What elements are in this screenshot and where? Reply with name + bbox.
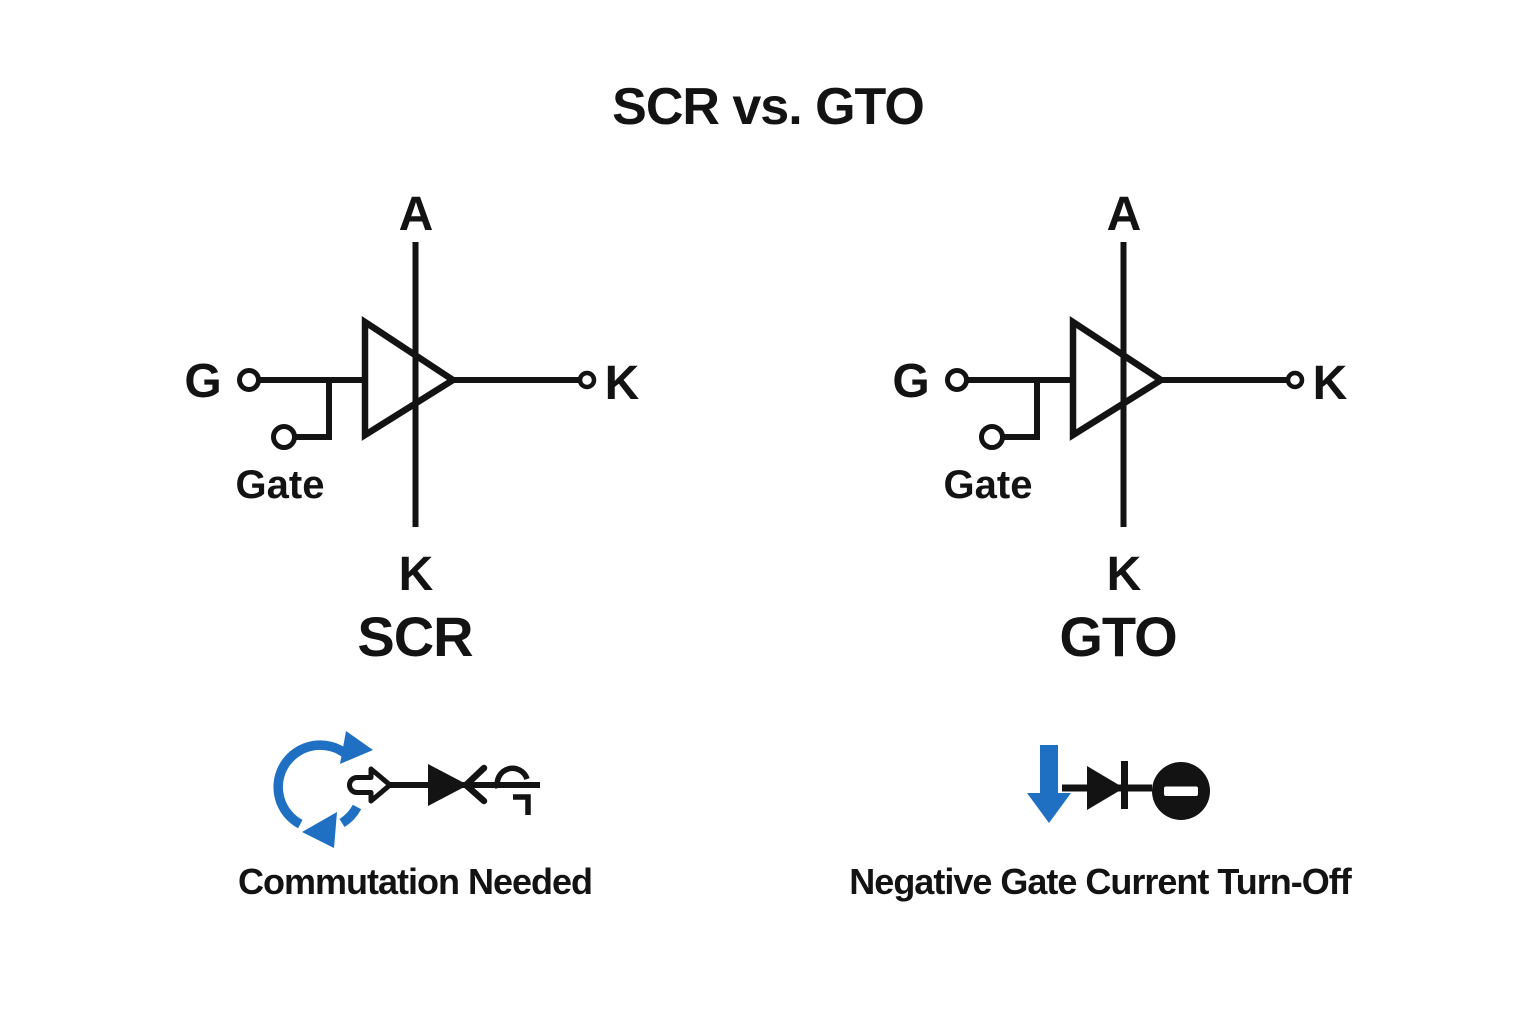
hop-arc	[494, 765, 530, 789]
commutation-needed-icon	[273, 731, 540, 848]
cathode-bottom-label: K	[399, 548, 434, 600]
minus-circle-icon	[1152, 762, 1210, 820]
diagram-title: SCR vs. GTO	[612, 78, 925, 136]
gate-label: G	[892, 355, 929, 408]
left-chevron-arrowhead	[461, 764, 488, 805]
minus-bar	[1164, 786, 1198, 796]
thyristor-triangle	[361, 315, 460, 441]
cycle-arc-tail	[339, 804, 362, 828]
clockwise-commutation-cycle-icon	[273, 731, 373, 848]
cathode-terminal-circle	[577, 370, 597, 390]
gate-word-label: Gate	[944, 463, 1033, 507]
cycle-arrowhead-top	[340, 731, 373, 764]
thyristor-triangle	[1069, 315, 1168, 441]
commutated-diode-icon	[347, 764, 540, 815]
cathode-terminal-circle	[1285, 370, 1305, 390]
gate-branch-terminal-circle	[271, 424, 297, 450]
gate-label: G	[184, 355, 221, 408]
gto-caption: Negative Gate Current Turn-Off	[849, 861, 1351, 902]
scr-caption: Commutation Needed	[237, 861, 593, 902]
cathode-label: K	[1313, 357, 1348, 410]
gto-name-label: GTO	[1059, 605, 1177, 668]
gate-branch-lead	[1003, 383, 1040, 440]
diode-triangle	[428, 764, 468, 806]
gate-branch-lead	[295, 383, 332, 440]
scr-name-label: SCR	[357, 605, 473, 668]
diode-icon	[1062, 761, 1152, 810]
cathode-label: K	[605, 357, 640, 410]
gate-terminal-circle	[237, 368, 261, 392]
gto-symbol: A G Gate K K	[892, 188, 1348, 600]
gate-word-label: Gate	[236, 463, 325, 507]
anode-label: A	[1107, 188, 1142, 241]
cycle-arrowhead-bottom	[302, 812, 337, 848]
corner-hook	[513, 794, 531, 815]
outline-arrow-right-icon	[347, 766, 393, 804]
cycle-arc	[273, 740, 349, 829]
down-arrow-icon	[1027, 745, 1071, 823]
negative-gate-turnoff-icon	[1027, 745, 1210, 823]
cathode-bottom-label: K	[1107, 548, 1142, 600]
gate-branch-terminal-circle	[979, 424, 1005, 450]
diode-triangle	[1087, 766, 1124, 810]
gate-terminal-circle	[945, 368, 969, 392]
anode-label: A	[399, 188, 434, 241]
scr-symbol: A G Gate K K	[184, 188, 640, 600]
